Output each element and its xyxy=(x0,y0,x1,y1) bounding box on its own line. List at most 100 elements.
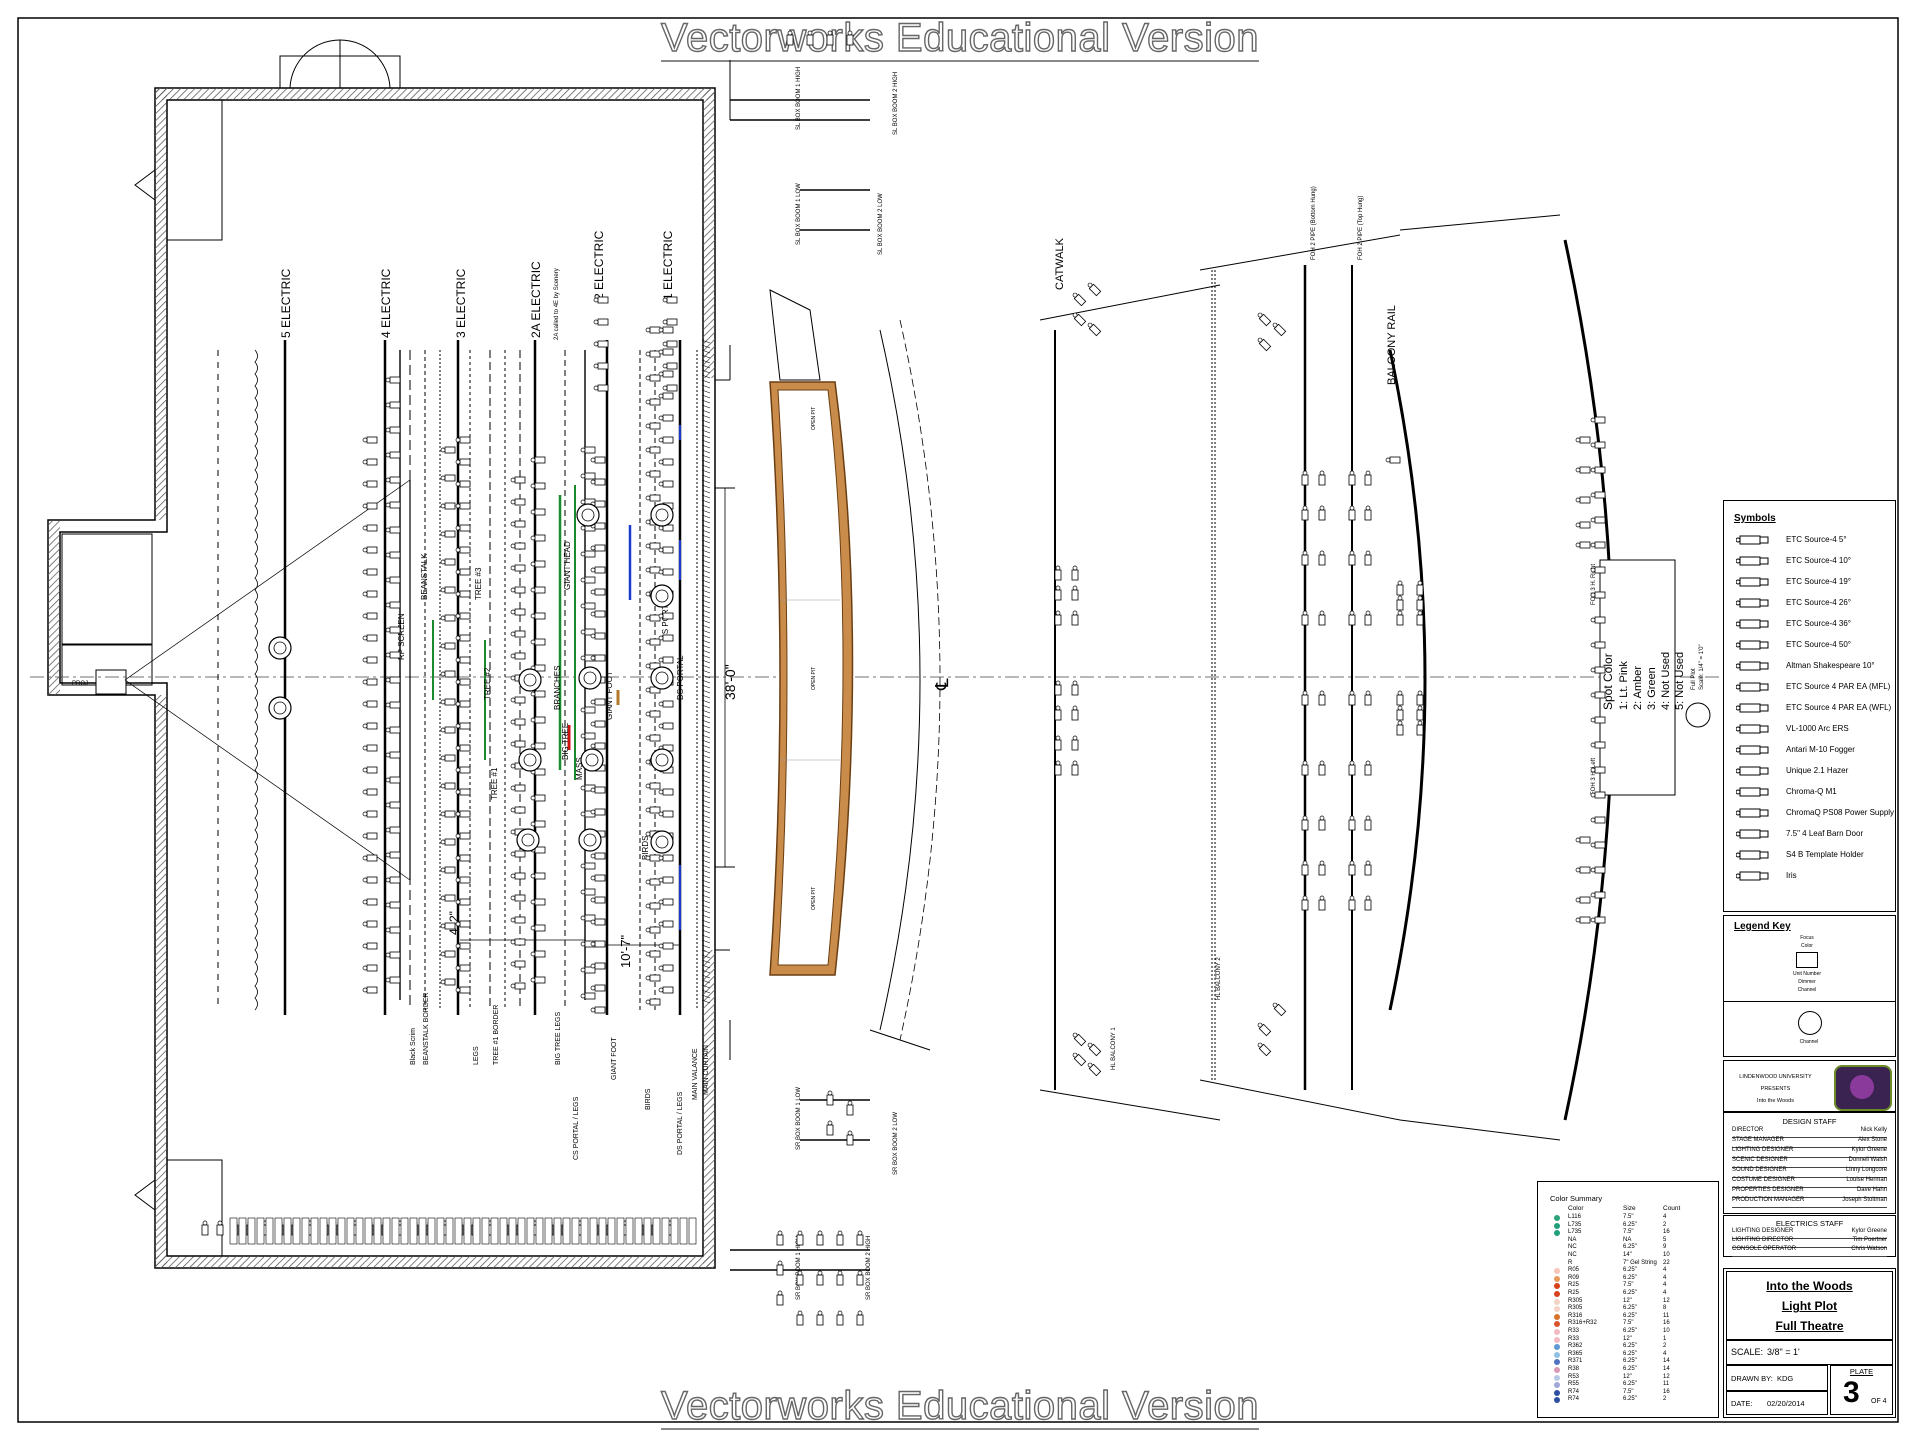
lighting-fixture xyxy=(776,1230,784,1246)
gel-swatch xyxy=(1554,1344,1560,1351)
lighting-fixture xyxy=(658,700,674,708)
lighting-fixture xyxy=(816,1270,824,1286)
producer-presents: PRESENTS xyxy=(1760,1086,1791,1092)
lighting-fixture xyxy=(658,986,674,994)
lighting-fixture xyxy=(1301,895,1309,911)
lighting-fixture xyxy=(385,501,401,509)
lighting-fixture xyxy=(362,634,378,642)
lighting-fixture xyxy=(1071,565,1079,581)
gel-size: 6.25" xyxy=(1623,1267,1637,1274)
lighting-fixture xyxy=(455,788,471,796)
lighting-fixture xyxy=(385,376,401,384)
gel-color: R05 xyxy=(1568,1267,1580,1274)
lighting-fixture xyxy=(1054,680,1062,696)
lighting-fixture xyxy=(1348,470,1356,486)
gel-swatch xyxy=(1554,1313,1560,1320)
gel-size: 6.25" xyxy=(1623,1305,1637,1312)
lighting-fixture xyxy=(645,494,661,502)
lighting-fixture xyxy=(1071,705,1079,721)
moving-light xyxy=(650,503,674,527)
lighting-fixture xyxy=(455,700,471,708)
lighting-fixture xyxy=(455,942,471,950)
lighting-fixture xyxy=(593,296,609,304)
symbols-panel: Symbols ETC Source-4 5°10ETC Source-4 10… xyxy=(1723,500,1896,912)
lighting-fixture xyxy=(1575,916,1591,924)
lighting-fixture xyxy=(530,976,546,984)
lighting-fixture xyxy=(385,451,401,459)
lighting-fixture xyxy=(796,1230,804,1246)
symbol-name: ETC Source-4 5° xyxy=(1786,535,1847,544)
tree-label: TREE #1 xyxy=(490,767,499,800)
gel-size: 14" xyxy=(1623,1252,1632,1258)
lighting-fixture xyxy=(1396,595,1404,611)
gel-color: R362 xyxy=(1568,1343,1583,1350)
gel-count: 16 xyxy=(1663,1229,1670,1236)
moving-light xyxy=(578,666,602,690)
lighting-fixture xyxy=(1590,541,1606,549)
lighting-fixture xyxy=(662,340,678,348)
lighting-fixture xyxy=(662,318,678,326)
lighting-fixture xyxy=(1590,816,1606,824)
gel-swatch xyxy=(1554,1283,1560,1290)
lighting-fixture xyxy=(455,480,471,488)
lighting-fixture xyxy=(1590,666,1606,674)
lighting-fixture xyxy=(590,874,606,882)
lighting-fixture xyxy=(510,586,526,594)
lighting-fixture xyxy=(846,1130,854,1146)
moving-light xyxy=(580,748,604,772)
gel-swatch xyxy=(1554,1215,1560,1221)
lighting-fixture xyxy=(645,734,661,742)
moving-light xyxy=(518,668,542,692)
gel-color: R25 xyxy=(1568,1290,1580,1296)
boom-label: SL BOX BOOM 1 LOW xyxy=(796,183,802,245)
lighting-fixture xyxy=(530,690,546,698)
boom-label: SL BOX BOOM 2 HIGH xyxy=(893,72,899,135)
staff-name: Kylor Greene xyxy=(1851,1228,1887,1234)
gel-swatch xyxy=(1554,1329,1560,1335)
plate-label: PLATE xyxy=(1849,1367,1874,1376)
lighting-fixture xyxy=(1054,760,1062,776)
scenery-bottom-label: CS PORTAL / LEGS xyxy=(573,1096,580,1160)
lighting-fixture xyxy=(580,966,596,974)
lighting-fixture xyxy=(1071,610,1079,626)
lighting-fixture xyxy=(530,794,546,802)
lighting-fixture xyxy=(658,414,674,422)
gel-color: R38 xyxy=(1568,1366,1580,1372)
lighting-fixture xyxy=(510,630,526,638)
gel-count: 11 xyxy=(1663,1312,1670,1319)
lighting-fixture xyxy=(590,654,606,662)
open-pit-label: OPEN PIT xyxy=(811,887,817,910)
staff-name: Nick Kelly xyxy=(1860,1127,1887,1133)
lighting-fixture xyxy=(362,876,378,884)
scale-value: 3/8" = 1' xyxy=(1767,1347,1800,1357)
gel-size: 12" xyxy=(1623,1297,1632,1304)
lighting-fixture xyxy=(1364,690,1372,706)
lighting-fixture xyxy=(455,898,471,906)
gel-size: 7.5" xyxy=(1623,1320,1634,1327)
lighting-fixture xyxy=(530,924,546,932)
gel-swatch xyxy=(1554,1291,1560,1297)
gel-count: 2 xyxy=(1663,1343,1667,1350)
lighting-fixture xyxy=(530,950,546,958)
lighting-fixture xyxy=(362,832,378,840)
plate-of: OF 4 xyxy=(1871,1398,1887,1405)
staff-role: COSTUME DESIGNER xyxy=(1732,1177,1796,1183)
gel-swatch xyxy=(1554,1359,1560,1366)
symbol-item: Altman Shakespeare 10°1 xyxy=(1732,657,1920,677)
fixture-icon xyxy=(1735,869,1776,883)
lighting-fixture xyxy=(1318,610,1326,626)
lighting-fixture xyxy=(1348,505,1356,521)
moving-light xyxy=(650,830,674,854)
lighting-fixture xyxy=(1396,610,1404,626)
scenery-label: BIRDS xyxy=(641,836,650,860)
title-block: Into the Woods Light Plot Full Theatre S… xyxy=(1723,1268,1896,1418)
gel-color: R xyxy=(1568,1259,1573,1266)
orchestra-pit: OPEN PIT OPEN PIT OPEN PIT xyxy=(769,289,941,1041)
